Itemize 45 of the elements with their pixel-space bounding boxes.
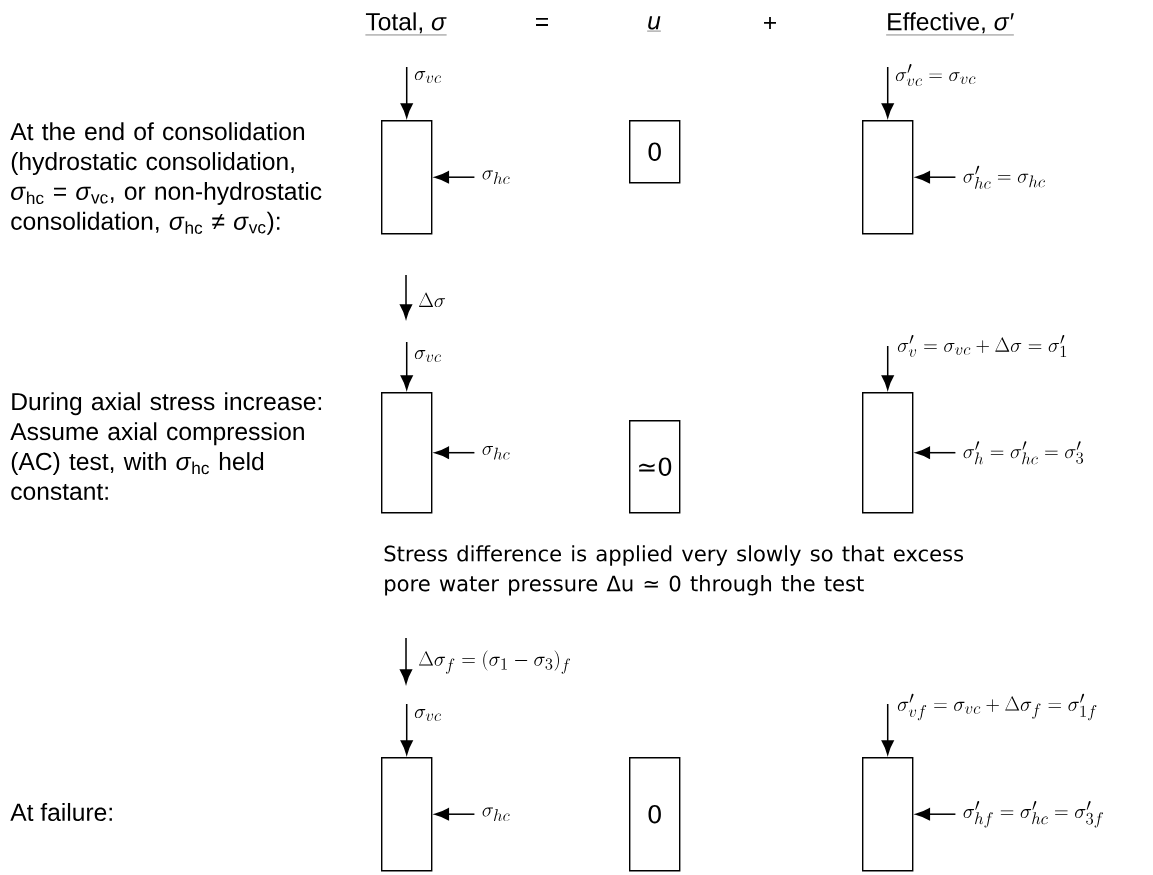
edge-label: $\sigma_{hc}$ bbox=[482, 445, 510, 460]
force-arrow bbox=[400, 66, 413, 118]
force-arrow bbox=[881, 66, 894, 118]
edge-label: $\sigma'_{v} = \sigma_{vc} + \Delta\sigma = \sigma'_{1}$ bbox=[897, 334, 1067, 358]
force-arrow bbox=[434, 171, 476, 184]
specimen-box bbox=[381, 757, 433, 872]
specimen-box bbox=[862, 392, 914, 514]
edge-label: $\sigma_{hc}$ bbox=[482, 807, 510, 822]
edge-label: $\sigma_{vc}$ bbox=[414, 350, 441, 363]
force-arrow bbox=[434, 808, 476, 821]
specimen-box bbox=[862, 757, 914, 872]
increment-label: $\Delta\sigma$ bbox=[419, 292, 446, 308]
value-box: ≃0 bbox=[629, 420, 681, 514]
edge-label: $\sigma'_{vc} = \sigma_{vc}$ bbox=[895, 64, 976, 86]
note-text: Stress difference is applied very slowly so that excess pore water pressure Δu ≃ 0 through the test bbox=[384, 545, 964, 596]
edge-label: $\sigma_{vc}$ bbox=[414, 71, 441, 84]
edge-label: $\sigma'_{vf} = \sigma_{vc} + \Delta\sigma_{f} = \sigma'_{1f}$ bbox=[897, 693, 1097, 721]
edge-label: $\sigma_{hc}$ bbox=[482, 170, 510, 185]
edge-label: $\sigma_{vc}$ bbox=[414, 709, 441, 722]
operator-sign: = bbox=[536, 17, 548, 26]
force-arrow bbox=[881, 345, 894, 390]
increment-label: $\Delta\sigma_{f} = (\sigma_{1} - \sigma_{3})_{f}$ bbox=[419, 650, 570, 674]
row-description: During axial stress increase: bbox=[12, 392, 322, 416]
row-description: At failure: bbox=[10, 802, 112, 822]
force-arrow bbox=[915, 446, 957, 459]
specimen-box bbox=[862, 120, 914, 235]
edge-label: $\sigma'_{h} = \sigma'_{hc} = \sigma'_{3}$ bbox=[963, 441, 1084, 465]
value-box: 0 bbox=[629, 757, 681, 872]
force-arrow bbox=[400, 341, 413, 390]
column-heading: u bbox=[646, 16, 662, 32]
force-arrow bbox=[881, 703, 894, 755]
row-description: At the end of consolidation (hydrostatic consolidation, σ$_{hc}$ = σ$_{vc}$, or non-hydrostatic consolidation, σ$_{hc}$ ≠ σ$_{vc}$): bbox=[10, 122, 322, 235]
column-heading: Total, σ bbox=[365, 12, 447, 36]
value-box: 0 bbox=[629, 120, 681, 184]
specimen-box bbox=[381, 392, 433, 514]
edge-label: $\sigma'_{hc} = \sigma_{hc}$ bbox=[963, 165, 1045, 189]
column-heading: Effective, σ′ bbox=[885, 12, 1015, 36]
force-arrow bbox=[915, 171, 957, 184]
specimen-box bbox=[381, 120, 433, 235]
force-arrow bbox=[400, 703, 413, 755]
edge-label: $\sigma'_{hf} = \sigma'_{hc} = \sigma'_{3f}$ bbox=[963, 801, 1103, 828]
force-arrow bbox=[434, 446, 476, 459]
row-description: Assume axial compression (AC) test, with σ$_{hc}$ held constant: bbox=[10, 422, 304, 501]
operator-sign: + bbox=[764, 16, 776, 29]
force-arrow bbox=[915, 808, 957, 821]
